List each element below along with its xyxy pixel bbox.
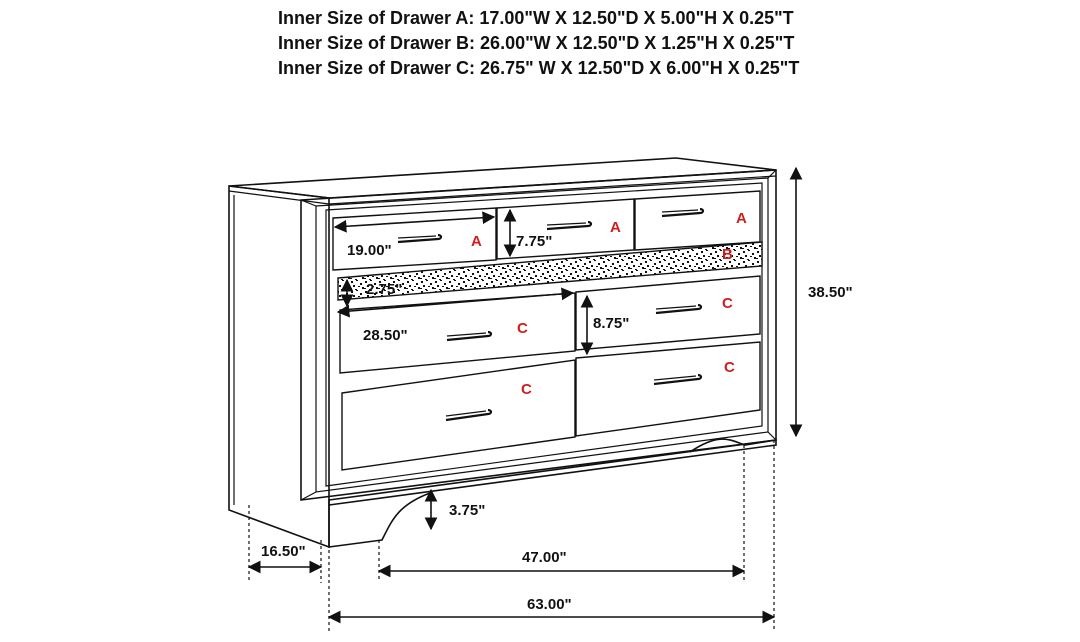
spec-drawer-c: Inner Size of Drawer C: 26.75" W X 12.50… — [278, 58, 800, 78]
handle-icon — [446, 330, 493, 342]
dimension-overall-width: 63.00" — [327, 596, 776, 624]
drawer-handles — [397, 207, 705, 422]
handle-icon — [446, 332, 487, 337]
handle-icon — [661, 207, 705, 218]
dimension-leg-span: 47.00" — [377, 549, 746, 578]
dresser-body — [228, 157, 777, 549]
svg-text:63.00": 63.00" — [527, 596, 572, 613]
dimension-depth: 16.50" — [247, 543, 323, 574]
handle-icon — [445, 410, 487, 417]
svg-text:19.00": 19.00" — [347, 242, 392, 259]
spec-drawer-a: Inner Size of Drawer A: 17.00"W X 12.50"… — [278, 8, 794, 28]
svg-text:47.00": 47.00" — [522, 549, 567, 566]
handle-icon — [397, 235, 437, 239]
label-c: C — [521, 381, 532, 398]
dimension-drawer-height-c: 8.75" — [580, 294, 629, 356]
label-a: A — [736, 210, 747, 227]
drawer-c-lower-left — [341, 359, 576, 471]
handle-icon — [661, 209, 699, 213]
extension-lines — [248, 440, 775, 632]
svg-text:7.75": 7.75" — [516, 233, 552, 250]
svg-text:28.50": 28.50" — [363, 327, 408, 344]
svg-text:8.75": 8.75" — [593, 315, 629, 332]
dimension-drawer-width-a: 19.00" — [333, 211, 496, 259]
label-c: C — [517, 320, 528, 337]
drawer-c-lower-right — [575, 341, 761, 437]
label-b: B — [722, 246, 733, 263]
handle-icon — [397, 233, 443, 244]
dimension-leg-height: 3.75" — [424, 488, 485, 531]
handle-icon — [653, 375, 697, 381]
handle-icon — [546, 220, 593, 231]
dimension-drawer-width-c: 28.50" — [336, 287, 575, 344]
dimension-overall-height: 38.50" — [789, 166, 853, 438]
dimension-drawer-height-a: 7.75" — [503, 208, 552, 258]
label-c: C — [722, 295, 733, 312]
svg-text:38.50": 38.50" — [808, 284, 853, 301]
handle-icon — [653, 373, 703, 386]
drawer-c-upper-right — [575, 275, 761, 351]
handle-icon — [546, 222, 587, 226]
handle-icon — [655, 305, 697, 310]
label-c: C — [724, 359, 735, 376]
svg-text:3.75": 3.75" — [449, 502, 485, 519]
drawer-a-left — [332, 207, 497, 271]
label-a: A — [610, 219, 621, 236]
spec-drawer-b: Inner Size of Drawer B: 26.00"W X 12.50"… — [278, 33, 795, 53]
drawer-a-middle — [496, 198, 635, 260]
label-a: A — [471, 233, 482, 250]
handle-icon — [445, 408, 493, 422]
svg-text:16.50": 16.50" — [261, 543, 306, 560]
svg-text:2.75": 2.75" — [366, 281, 402, 298]
handle-icon — [655, 303, 703, 315]
